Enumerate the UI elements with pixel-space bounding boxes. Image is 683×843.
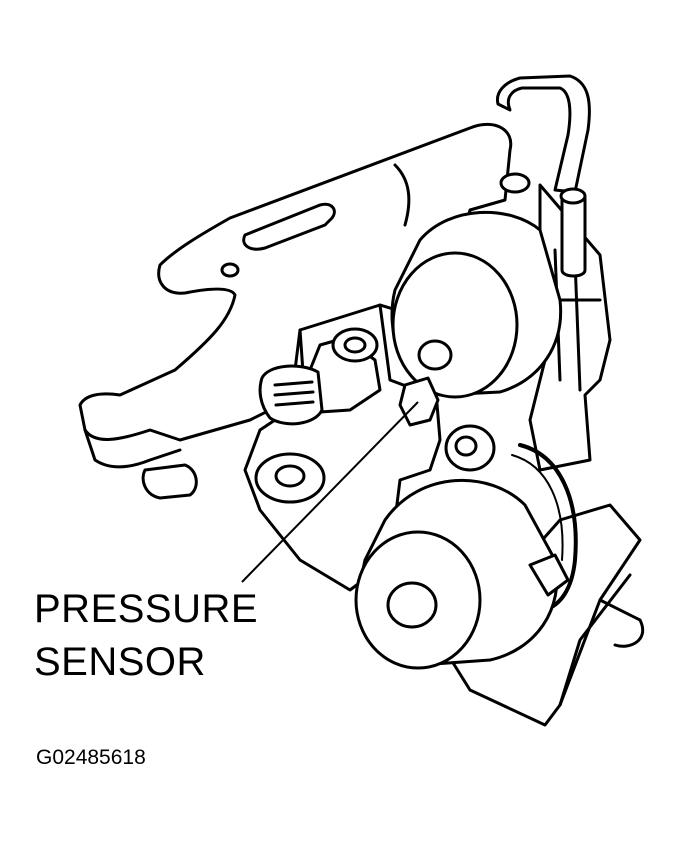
bracket-notch	[395, 165, 409, 225]
mounting-bracket	[80, 124, 511, 440]
top-bolt	[501, 174, 529, 192]
lower-motor-connector	[530, 555, 568, 595]
callout-label-line2: SENSOR	[34, 640, 206, 684]
upper-motor-end-cap	[393, 253, 517, 397]
upper-motor-shaft	[419, 341, 451, 369]
lower-bracket-edge	[560, 575, 643, 705]
mounting-hook	[497, 76, 589, 192]
center-pipe-inner	[456, 437, 476, 455]
lower-mount-bolt	[276, 466, 304, 486]
upper-mount-bolt	[345, 338, 365, 352]
bracket-hole	[222, 264, 238, 276]
callout-label-line1: PRESSURE	[34, 587, 259, 631]
sensor-body	[400, 378, 438, 425]
top-fitting-cap	[561, 189, 585, 203]
callout-leader-line	[242, 402, 418, 582]
hydraulic-tube	[520, 445, 576, 610]
sensor-connector-ridges	[275, 382, 313, 405]
figure-id: G02485618	[36, 746, 146, 769]
top-fitting-pipe	[562, 198, 585, 276]
hydraulic-tube-inner	[512, 455, 563, 560]
lower-motor-shaft	[388, 583, 436, 627]
bracket-edge	[85, 430, 180, 467]
bracket-slot	[244, 204, 335, 249]
bracket-foot	[143, 465, 196, 498]
